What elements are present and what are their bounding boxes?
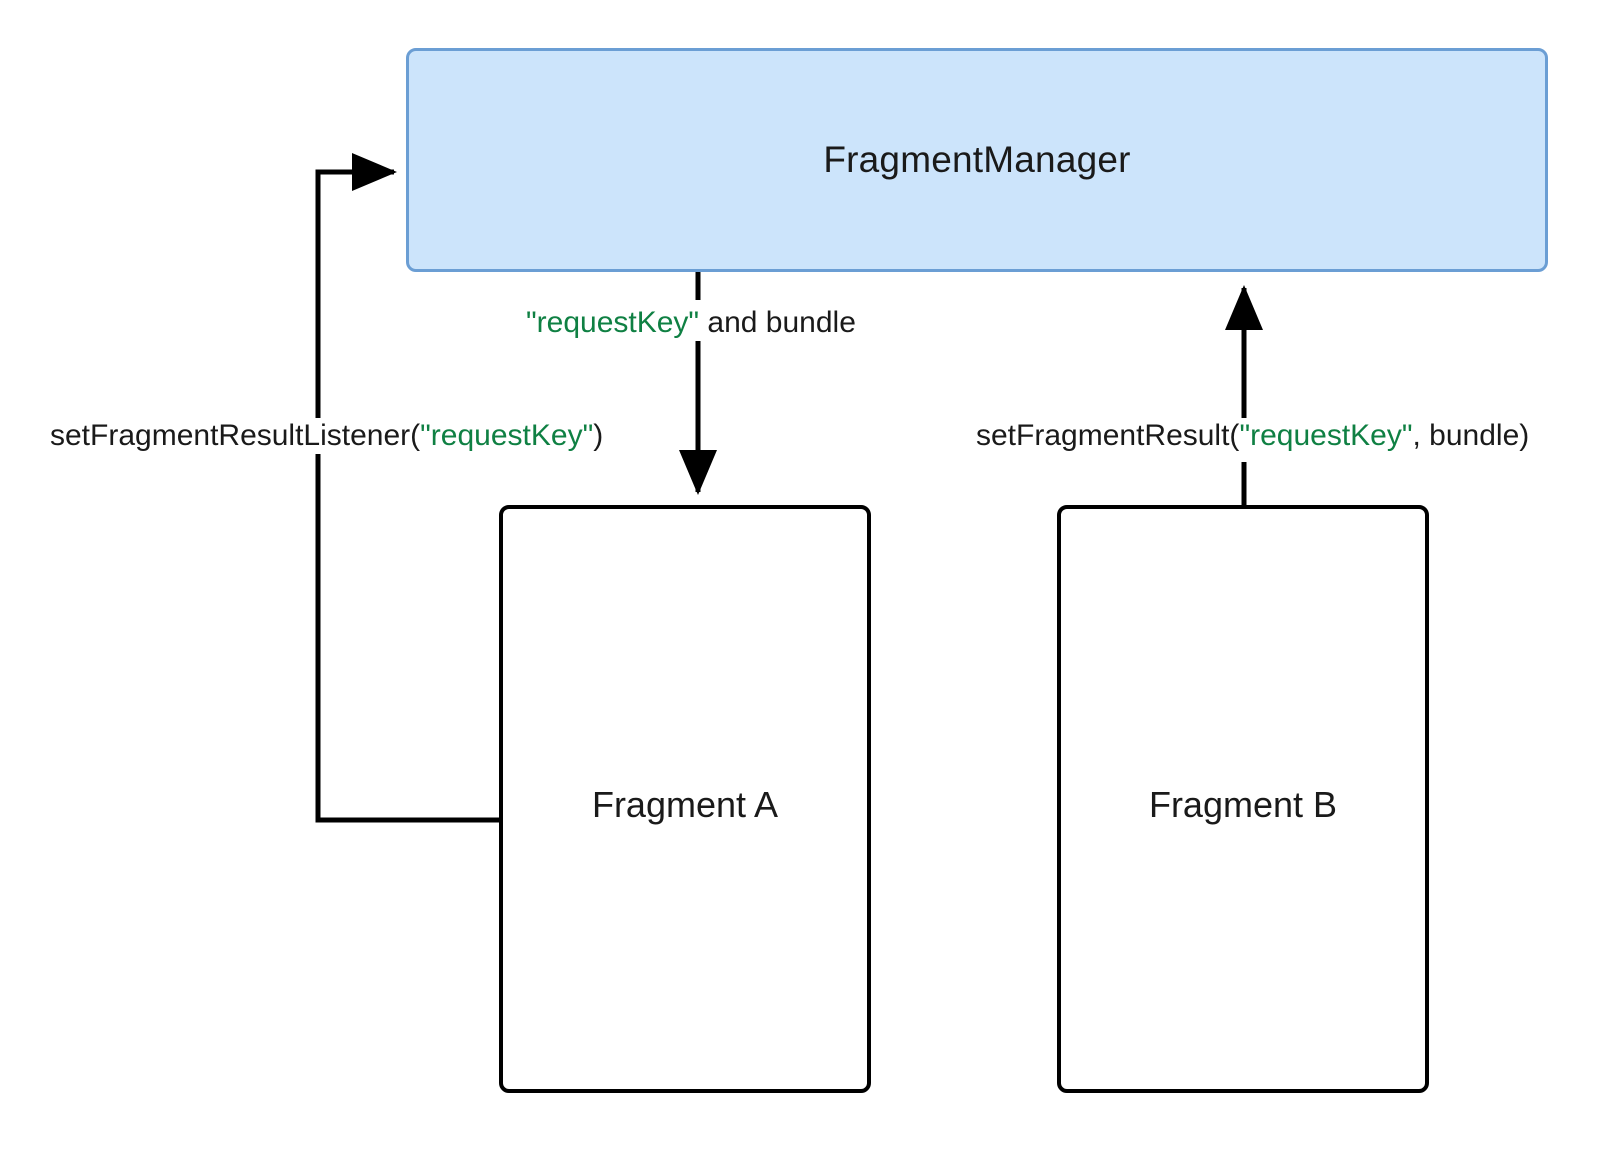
- edge-label-result-delivery-suffix: and bundle: [699, 306, 856, 339]
- edge-label-listener-registration-key: "requestKey": [420, 419, 594, 452]
- edge-label-result-delivery: "requestKey" and bundle: [521, 305, 861, 341]
- edge-listener-registration: [315, 153, 499, 823]
- edge-label-listener-registration-prefix: setFragmentResultListener(: [50, 419, 421, 452]
- edge-label-result-delivery-key: "requestKey": [526, 306, 700, 339]
- edge-label-result-publish-suffix: , bundle): [1412, 419, 1530, 452]
- edge-label-result-publish-key: "requestKey": [1239, 419, 1413, 452]
- edge-label-result-publish-prefix: setFragmentResult(: [976, 419, 1240, 452]
- edge-label-listener-registration-suffix: ): [593, 419, 604, 452]
- node-fragment-manager[interactable]: FragmentManager: [406, 48, 1548, 272]
- node-fragment-b-label: Fragment B: [1148, 784, 1338, 825]
- node-fragment-a-label: Fragment A: [591, 784, 779, 825]
- node-fragment-manager-label: FragmentManager: [823, 139, 1131, 180]
- edge-label-result-publish: setFragmentResult("requestKey", bundle): [971, 418, 1535, 454]
- node-fragment-a[interactable]: Fragment A: [499, 505, 871, 1093]
- node-fragment-b[interactable]: Fragment B: [1057, 505, 1429, 1093]
- edge-label-listener-registration: setFragmentResultListener("requestKey"): [45, 418, 609, 454]
